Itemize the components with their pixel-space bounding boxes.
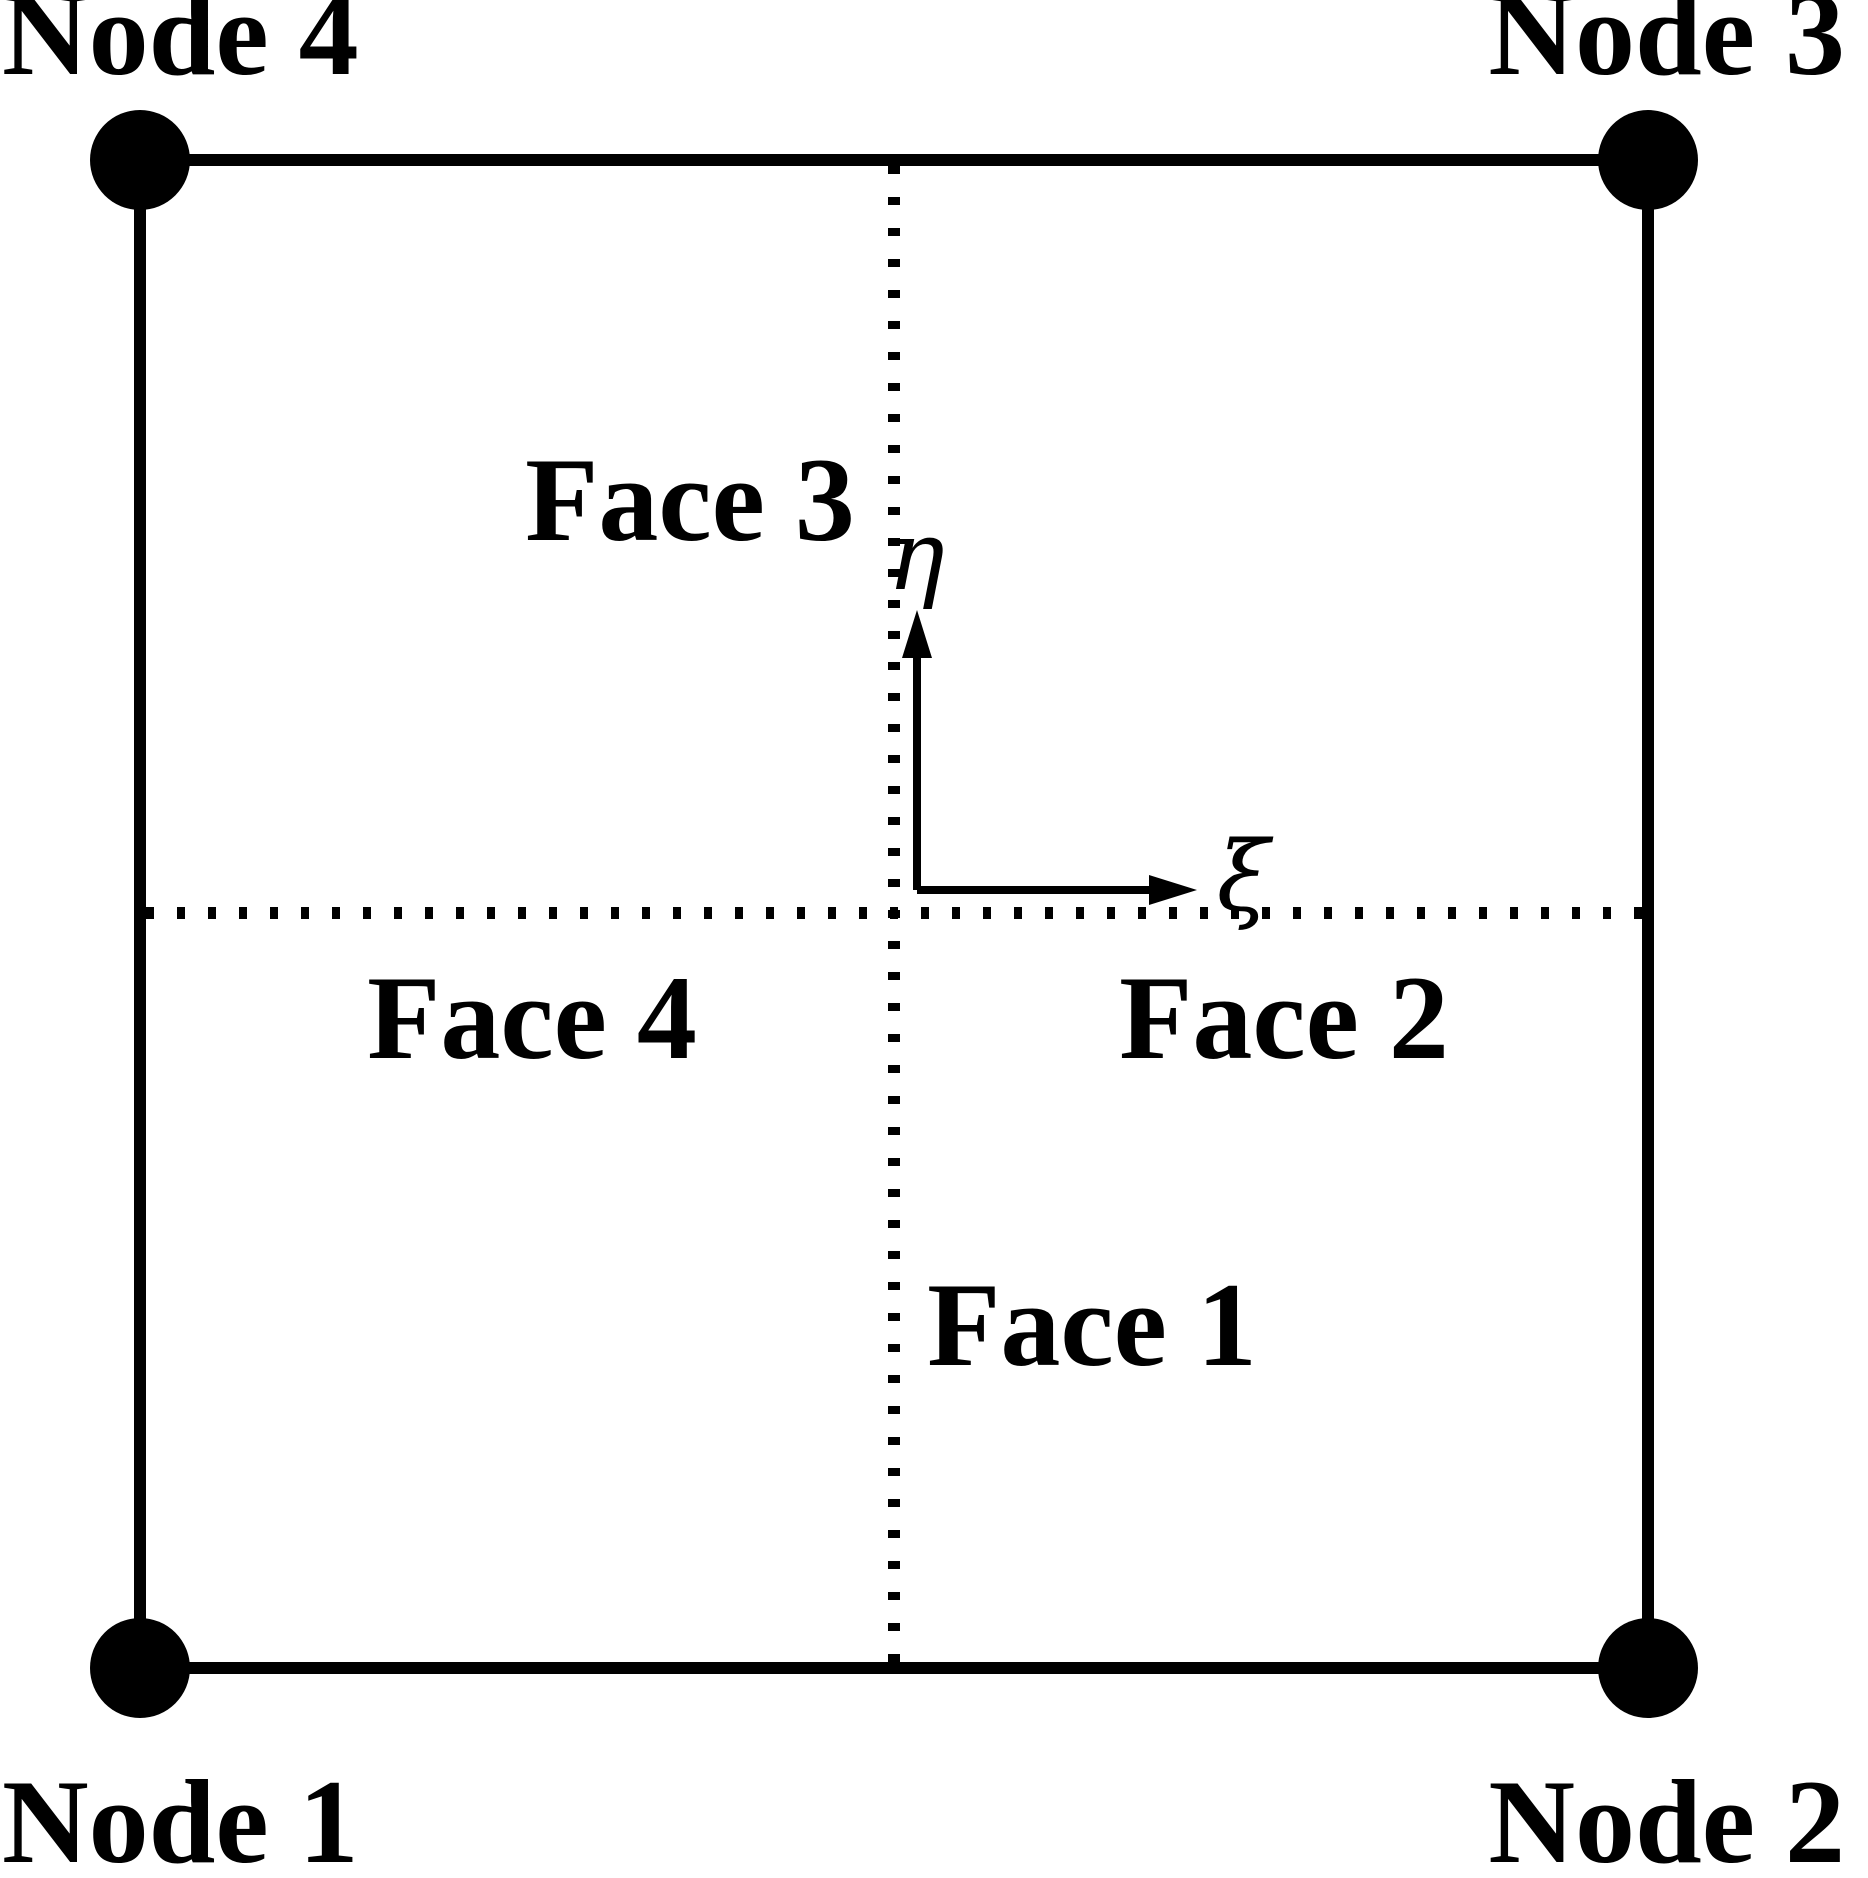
node-3-label: Node 3: [1488, 0, 1845, 100]
node-2-label: Node 2: [1488, 1755, 1845, 1878]
face-3-label: Face 3: [525, 433, 855, 566]
node-1-label: Node 1: [2, 1755, 359, 1878]
element-outline: [134, 154, 1654, 1674]
eta-axis-label: η: [887, 500, 945, 612]
face-2-label: Face 2: [1119, 951, 1449, 1084]
node-3-dot: [1598, 110, 1698, 210]
eta-axis-arrowhead-icon: [902, 610, 932, 658]
node-4-label: Node 4: [2, 0, 359, 100]
node-1-dot: [90, 1618, 190, 1718]
node-4-dot: [90, 110, 190, 210]
node-2-dot: [1598, 1618, 1698, 1718]
face-1-label: Face 1: [927, 1258, 1257, 1391]
face-4-label: Face 4: [367, 951, 697, 1084]
xi-axis-arrowhead-icon: [1149, 875, 1197, 905]
xi-axis-label: ξ: [1217, 821, 1274, 933]
